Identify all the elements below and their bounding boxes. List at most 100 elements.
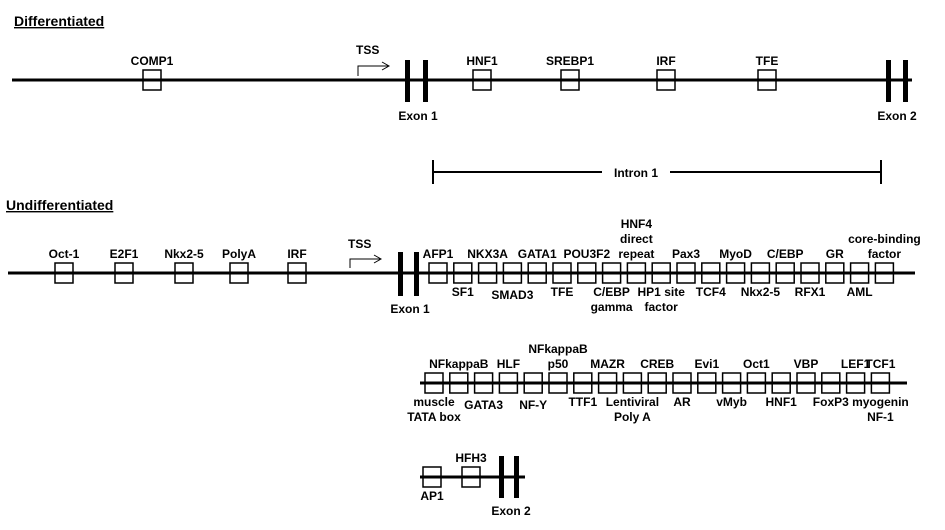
exon1-bar	[398, 252, 403, 296]
binding-site-box	[287, 262, 307, 284]
binding-site-label: FoxP3	[813, 395, 849, 409]
binding-site-box	[775, 262, 795, 284]
exon1-bar	[423, 60, 428, 102]
binding-site-label: HP1 site	[638, 285, 686, 299]
binding-site-label: CREB	[640, 357, 674, 371]
intron-row3-sites: AP1 HFH3	[420, 451, 487, 503]
binding-site-label: MAZR	[590, 357, 625, 371]
binding-site-label: AFP1	[423, 247, 454, 261]
binding-site-label: Oct1	[743, 357, 770, 371]
binding-site-box	[523, 372, 543, 394]
binding-site-label: AML	[847, 285, 873, 299]
binding-site-label: TCF1	[865, 357, 895, 371]
binding-site-box	[601, 262, 622, 284]
binding-site-label: Oct-1	[49, 247, 80, 261]
binding-site-label: E2F1	[110, 247, 139, 261]
binding-site-label: SF1	[452, 285, 474, 299]
binding-site-box	[597, 372, 618, 394]
binding-site-box	[651, 262, 671, 284]
differentiated-title: Differentiated	[14, 13, 104, 29]
binding-site-label: core-binding	[848, 232, 921, 246]
binding-site-label: IRF	[287, 247, 306, 261]
exon2-bar	[903, 60, 908, 102]
binding-site-label: NKX3A	[467, 247, 508, 261]
binding-site-box	[676, 262, 696, 284]
exon2-bar	[499, 456, 504, 498]
binding-site-label: LEF1	[841, 357, 871, 371]
binding-site-box	[461, 466, 481, 488]
binding-site-label: C/EBP	[593, 285, 630, 299]
binding-site-box	[473, 372, 494, 394]
binding-site-label: GR	[826, 247, 844, 261]
binding-site-box	[656, 69, 676, 91]
binding-site-label: Nkx2-5	[164, 247, 204, 261]
binding-site-box	[577, 262, 597, 284]
undiff-exon2-label: Exon 2	[491, 504, 531, 518]
binding-site-label: IRF	[656, 54, 675, 68]
binding-site-label: muscle	[413, 395, 455, 409]
binding-site-box	[422, 466, 442, 488]
binding-site-label: Evi1	[694, 357, 719, 371]
intron-label: Intron 1	[614, 166, 658, 180]
binding-site-label: COMP1	[131, 54, 174, 68]
binding-site-label: HFH3	[455, 451, 487, 465]
tss-arrow-icon	[349, 254, 383, 268]
binding-site-box	[725, 262, 746, 284]
binding-site-box	[746, 372, 767, 394]
binding-site-box	[771, 372, 791, 394]
binding-site-box	[622, 372, 643, 394]
exon1-bar	[405, 60, 410, 102]
undiff-exon1-label: Exon 1	[390, 302, 430, 316]
binding-site-box	[701, 262, 721, 284]
binding-site-box	[796, 372, 816, 394]
binding-site-box	[825, 262, 845, 284]
binding-site-box	[552, 262, 572, 284]
binding-site-label: MyoD	[719, 247, 752, 261]
binding-site-label: AP1	[420, 489, 444, 503]
binding-site-label: HNF4	[621, 217, 653, 231]
binding-site-label: HLF	[497, 357, 520, 371]
binding-site-label: gamma	[591, 300, 633, 314]
exon2-bar	[514, 456, 519, 498]
binding-site-box	[472, 69, 492, 91]
binding-site-label: AR	[673, 395, 691, 409]
exon1-bar	[414, 252, 419, 296]
binding-site-box	[449, 372, 469, 394]
binding-site-label: C/EBP	[767, 247, 804, 261]
binding-site-label: SMAD3	[491, 288, 533, 302]
binding-site-box	[229, 262, 249, 284]
exon2-label: Exon 2	[877, 109, 917, 123]
binding-site-label: Poly A	[614, 410, 651, 424]
binding-site-label: TTF1	[568, 395, 597, 409]
binding-site-box	[757, 69, 777, 91]
binding-site-label: Lentiviral	[606, 395, 659, 409]
binding-site-label: HNF1	[766, 395, 798, 409]
undifferentiated-title: Undifferentiated	[6, 197, 113, 213]
binding-site-label: NFkappaB	[528, 342, 588, 356]
binding-site-label: SREBP1	[546, 54, 594, 68]
binding-site-label: Nkx2-5	[741, 285, 781, 299]
binding-site-box	[672, 372, 692, 394]
exon1-label: Exon 1	[398, 109, 438, 123]
binding-site-box	[428, 262, 448, 284]
binding-site-label: TCF4	[696, 285, 726, 299]
binding-site-box	[849, 262, 870, 284]
binding-site-box	[174, 262, 194, 284]
binding-site-label: vMyb	[716, 395, 747, 409]
binding-site-box	[453, 262, 473, 284]
binding-site-box	[548, 372, 568, 394]
binding-site-label: PolyA	[222, 247, 256, 261]
binding-site-box	[424, 372, 444, 394]
binding-site-label: myogenin	[852, 395, 909, 409]
tss-label: TSS	[356, 43, 379, 57]
binding-site-label: POU3F2	[563, 247, 610, 261]
binding-site-label: repeat	[618, 247, 654, 261]
binding-site-label: Pax3	[672, 247, 700, 261]
exon2-bar	[886, 60, 891, 102]
binding-site-label: TFE	[551, 285, 574, 299]
undiff-tss-label: TSS	[348, 237, 371, 251]
